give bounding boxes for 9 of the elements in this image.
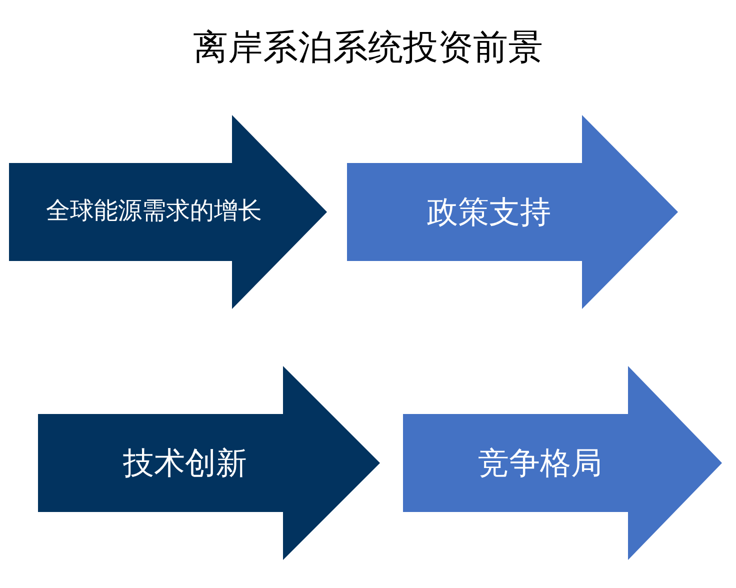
block-arrow xyxy=(9,115,327,309)
title: 离岸系泊系统投资前景 xyxy=(193,27,543,69)
block-arrow xyxy=(38,366,380,560)
arrow-label: 技术创新 xyxy=(123,444,247,482)
block-arrow xyxy=(403,366,722,560)
arrow-label: 全球能源需求的增长 xyxy=(46,198,262,226)
arrow-label: 竞争格局 xyxy=(478,444,602,482)
arrow-label: 政策支持 xyxy=(427,193,551,231)
block-arrow xyxy=(347,115,678,309)
